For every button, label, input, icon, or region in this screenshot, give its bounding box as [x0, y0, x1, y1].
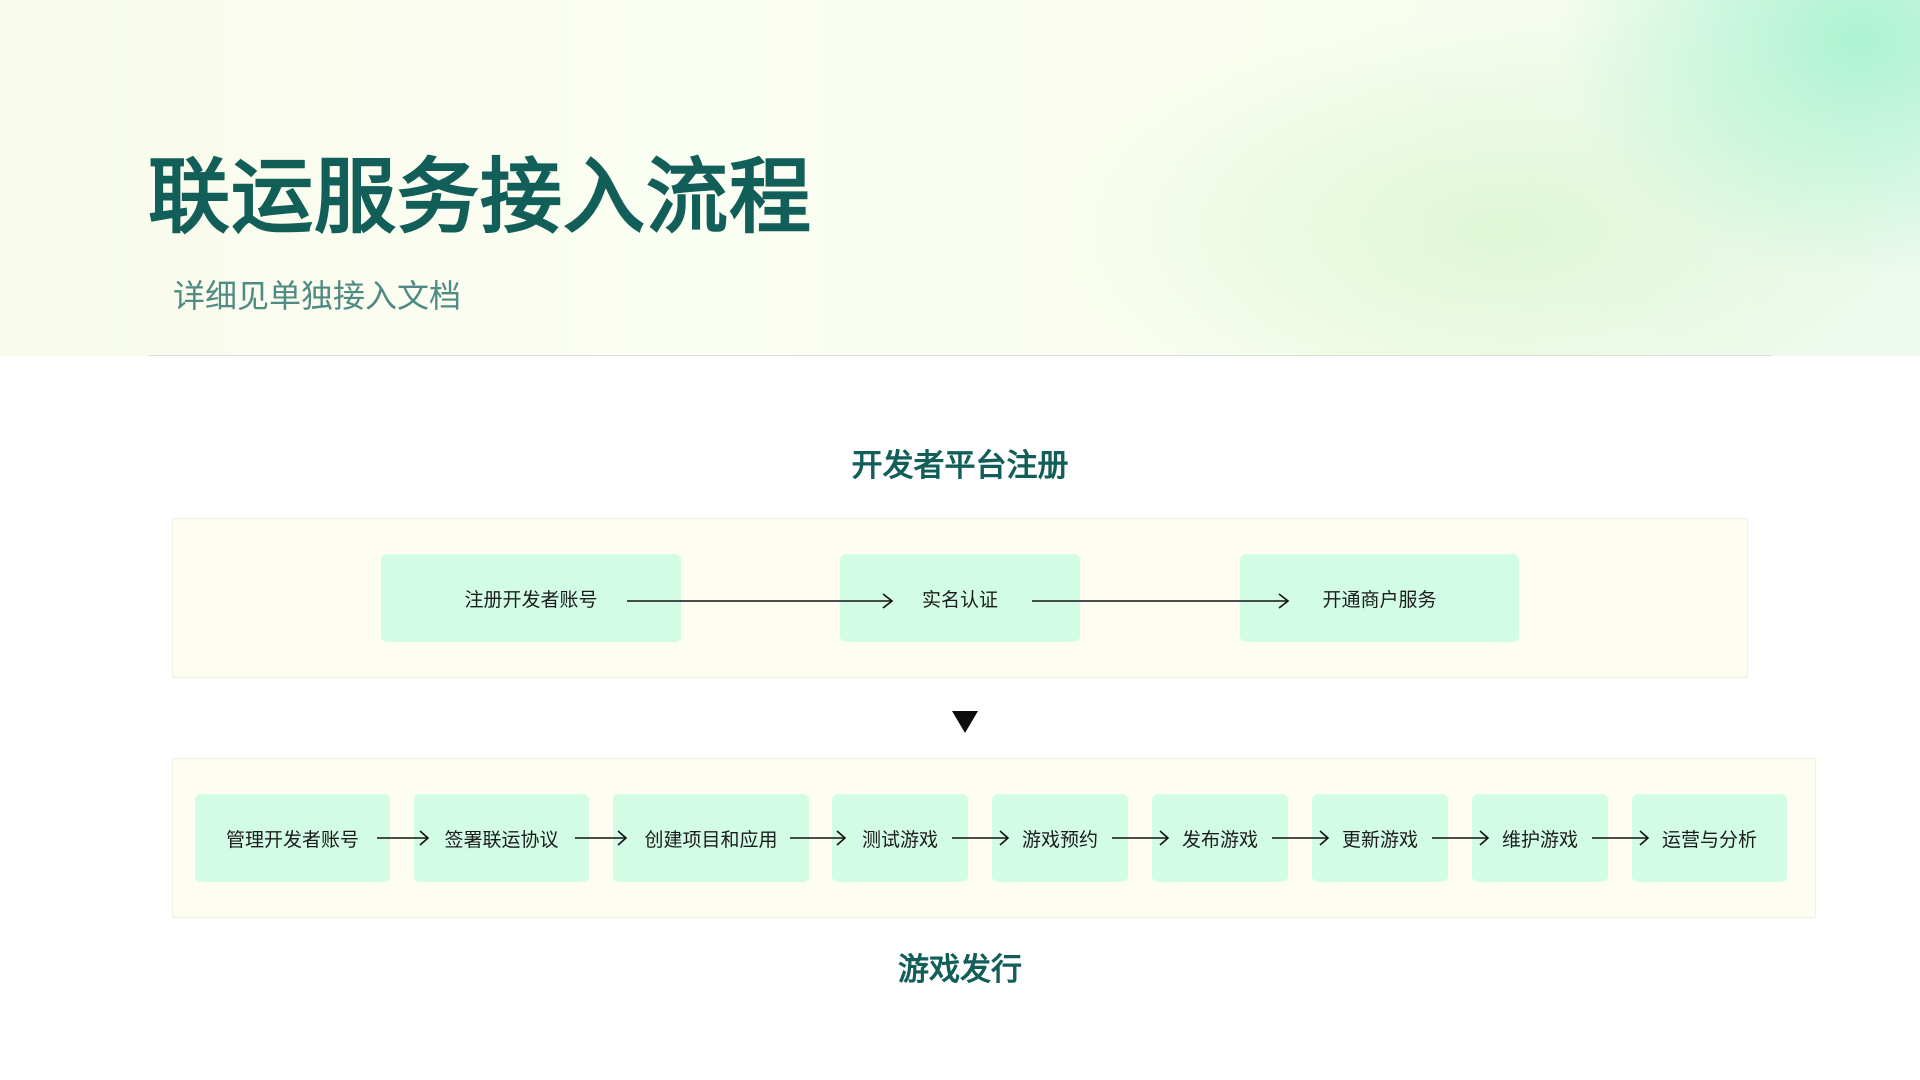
arrow-right-icon [1272, 830, 1330, 846]
arrow-right-icon [1032, 593, 1290, 609]
arrow-right-icon [377, 830, 430, 846]
registration-step: 实名认证 [840, 554, 1080, 642]
release-step: 创建项目和应用 [613, 794, 809, 882]
release-step: 发布游戏 [1152, 794, 1288, 882]
release-step: 测试游戏 [832, 794, 968, 882]
arrow-right-icon [952, 830, 1010, 846]
header-divider [148, 355, 1772, 356]
release-step: 更新游戏 [1312, 794, 1448, 882]
arrow-right-icon [1592, 830, 1650, 846]
release-step: 管理开发者账号 [195, 794, 390, 882]
release-step: 签署联运协议 [414, 794, 589, 882]
registration-step: 开通商户服务 [1240, 554, 1519, 642]
arrow-right-icon [790, 830, 847, 846]
release-step: 维护游戏 [1472, 794, 1608, 882]
registration-section-label: 开发者平台注册 [851, 448, 1069, 484]
release-step: 游戏预约 [992, 794, 1128, 882]
page-title: 联运服务接入流程 [148, 150, 813, 245]
arrow-right-icon [1112, 830, 1170, 846]
release-step: 运营与分析 [1632, 794, 1787, 882]
arrow-right-icon [575, 830, 628, 846]
release-section-label: 游戏发行 [898, 952, 1022, 988]
arrow-right-icon [627, 593, 894, 609]
header-band [0, 0, 1920, 356]
arrow-right-icon [1432, 830, 1490, 846]
page-subtitle: 详细见单独接入文档 [173, 277, 462, 315]
registration-step: 注册开发者账号 [381, 554, 681, 642]
triangle-down-icon [952, 711, 978, 733]
